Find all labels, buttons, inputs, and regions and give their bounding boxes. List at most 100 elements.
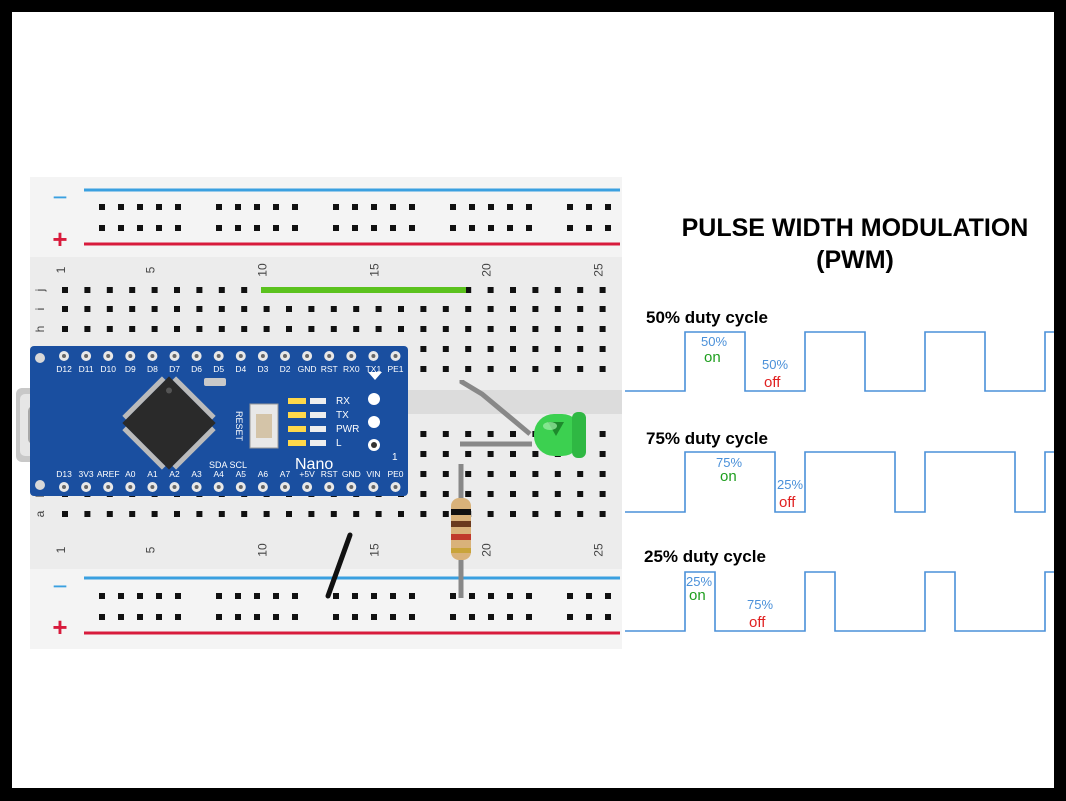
breadboard-hole bbox=[420, 346, 427, 352]
duty-50-on-label: on bbox=[704, 349, 721, 366]
breadboard-hole bbox=[487, 366, 494, 372]
rail-hole bbox=[333, 204, 339, 210]
rail-hole bbox=[469, 204, 475, 210]
breadboard-hole bbox=[510, 431, 516, 437]
rail-hole bbox=[371, 225, 377, 231]
nano-pin-hole bbox=[84, 354, 89, 358]
breadboard-hole bbox=[577, 306, 584, 312]
rail-hole bbox=[235, 225, 241, 231]
breadboard-hole bbox=[151, 306, 158, 312]
breadboard-hole bbox=[532, 366, 539, 372]
rail-hole bbox=[273, 593, 279, 599]
rail-hole bbox=[292, 225, 298, 231]
row-letter: h bbox=[33, 326, 47, 333]
breadboard-hole bbox=[465, 346, 472, 352]
breadboard-hole bbox=[487, 471, 494, 477]
row-letter: i bbox=[33, 308, 47, 311]
nano-pin-label: D11 bbox=[79, 364, 94, 374]
breadboard-hole bbox=[174, 511, 180, 517]
rail-hole bbox=[586, 225, 592, 231]
breadboard-hole bbox=[106, 287, 113, 293]
rail-hole bbox=[450, 593, 456, 599]
duty-75-on-label: on bbox=[720, 468, 737, 485]
breadboard-hole bbox=[263, 511, 270, 517]
nano-pin-hole bbox=[194, 354, 199, 358]
rail-hole bbox=[567, 593, 573, 599]
rail-hole bbox=[137, 225, 143, 231]
resistor-band-1 bbox=[451, 509, 471, 515]
nano-pin-label: D5 bbox=[213, 364, 224, 374]
nano-pin-label: D6 bbox=[191, 364, 202, 374]
nano-pin-hole bbox=[305, 485, 310, 489]
breadboard-hole bbox=[84, 511, 91, 517]
breadboard-hole bbox=[151, 511, 158, 517]
breadboard-hole bbox=[420, 451, 427, 457]
nano-pin-label: A3 bbox=[191, 469, 202, 479]
rail-hole bbox=[235, 614, 241, 620]
nano-led-rx-label: RX bbox=[336, 396, 350, 407]
breadboard-hole bbox=[510, 346, 516, 352]
duty-50-on-percent: 50% bbox=[701, 334, 728, 349]
rail-hole bbox=[333, 225, 339, 231]
duty-cycle-75-title: 75% duty cycle bbox=[646, 429, 768, 448]
rail-hole bbox=[254, 204, 260, 210]
rail-hole bbox=[99, 204, 105, 210]
column-number: 1 bbox=[54, 546, 68, 553]
breadboard-hole bbox=[151, 326, 158, 332]
nano-led-pwr-label: PWR bbox=[336, 424, 359, 435]
breadboard-hole bbox=[577, 511, 584, 517]
nano-pin-hole bbox=[349, 354, 354, 358]
breadboard-hole bbox=[196, 326, 203, 332]
breadboard-hole bbox=[510, 326, 516, 332]
rail-hole bbox=[390, 225, 396, 231]
breadboard-hole bbox=[241, 511, 248, 517]
rail-hole bbox=[507, 225, 513, 231]
breadboard-hole bbox=[84, 326, 91, 332]
breadboard-hole bbox=[420, 431, 427, 437]
diagram-title: PULSE WIDTH MODULATION (PWM) bbox=[640, 212, 1066, 276]
breadboard-hole bbox=[375, 306, 382, 312]
breadboard-hole bbox=[577, 366, 584, 372]
breadboard-hole bbox=[196, 306, 203, 312]
breadboard-hole bbox=[599, 326, 606, 332]
rail-hole bbox=[292, 593, 298, 599]
breadboard-hole bbox=[599, 431, 606, 437]
led-leg-anode bbox=[459, 379, 532, 436]
breadboard-hole bbox=[532, 326, 539, 332]
breadboard-hole bbox=[554, 471, 561, 477]
breadboard-hole bbox=[174, 326, 180, 332]
rail-hole bbox=[235, 204, 241, 210]
breadboard-hole bbox=[196, 287, 203, 293]
breadboard-hole bbox=[510, 366, 516, 372]
breadboard-hole bbox=[599, 491, 606, 497]
nano-pin-hole bbox=[172, 485, 177, 489]
breadboard-hole bbox=[62, 511, 68, 517]
nano-icsp-label: 1 bbox=[392, 452, 398, 463]
nano-pin-label: A6 bbox=[258, 469, 269, 479]
column-number: 25 bbox=[592, 263, 606, 277]
nano-pin-hole bbox=[62, 485, 66, 489]
nano-pin-hole bbox=[349, 485, 354, 489]
rail-hole bbox=[216, 225, 222, 231]
rail-hole bbox=[273, 225, 279, 231]
breadboard-hole bbox=[554, 346, 561, 352]
diagram-title-line1: PULSE WIDTH MODULATION bbox=[681, 214, 1029, 242]
breadboard-power-rail-bottom bbox=[30, 569, 622, 649]
rail-hole bbox=[118, 204, 124, 210]
breadboard-hole bbox=[398, 306, 404, 312]
nano-pin-hole bbox=[172, 354, 177, 358]
rail-hole bbox=[292, 614, 298, 620]
breadboard-hole bbox=[375, 326, 382, 332]
breadboard-hole bbox=[398, 511, 404, 517]
rail-hole bbox=[488, 225, 494, 231]
breadboard-hole bbox=[577, 346, 584, 352]
rail-hole bbox=[175, 204, 181, 210]
duty-25-on-percent: 25% bbox=[686, 574, 713, 589]
breadboard-hole bbox=[375, 511, 382, 517]
nano-pin-label: 3V3 bbox=[79, 469, 94, 479]
breadboard-hole bbox=[330, 306, 337, 312]
rail-hole bbox=[292, 204, 298, 210]
nano-pin-label: A4 bbox=[213, 469, 224, 479]
column-number: 5 bbox=[144, 546, 158, 553]
